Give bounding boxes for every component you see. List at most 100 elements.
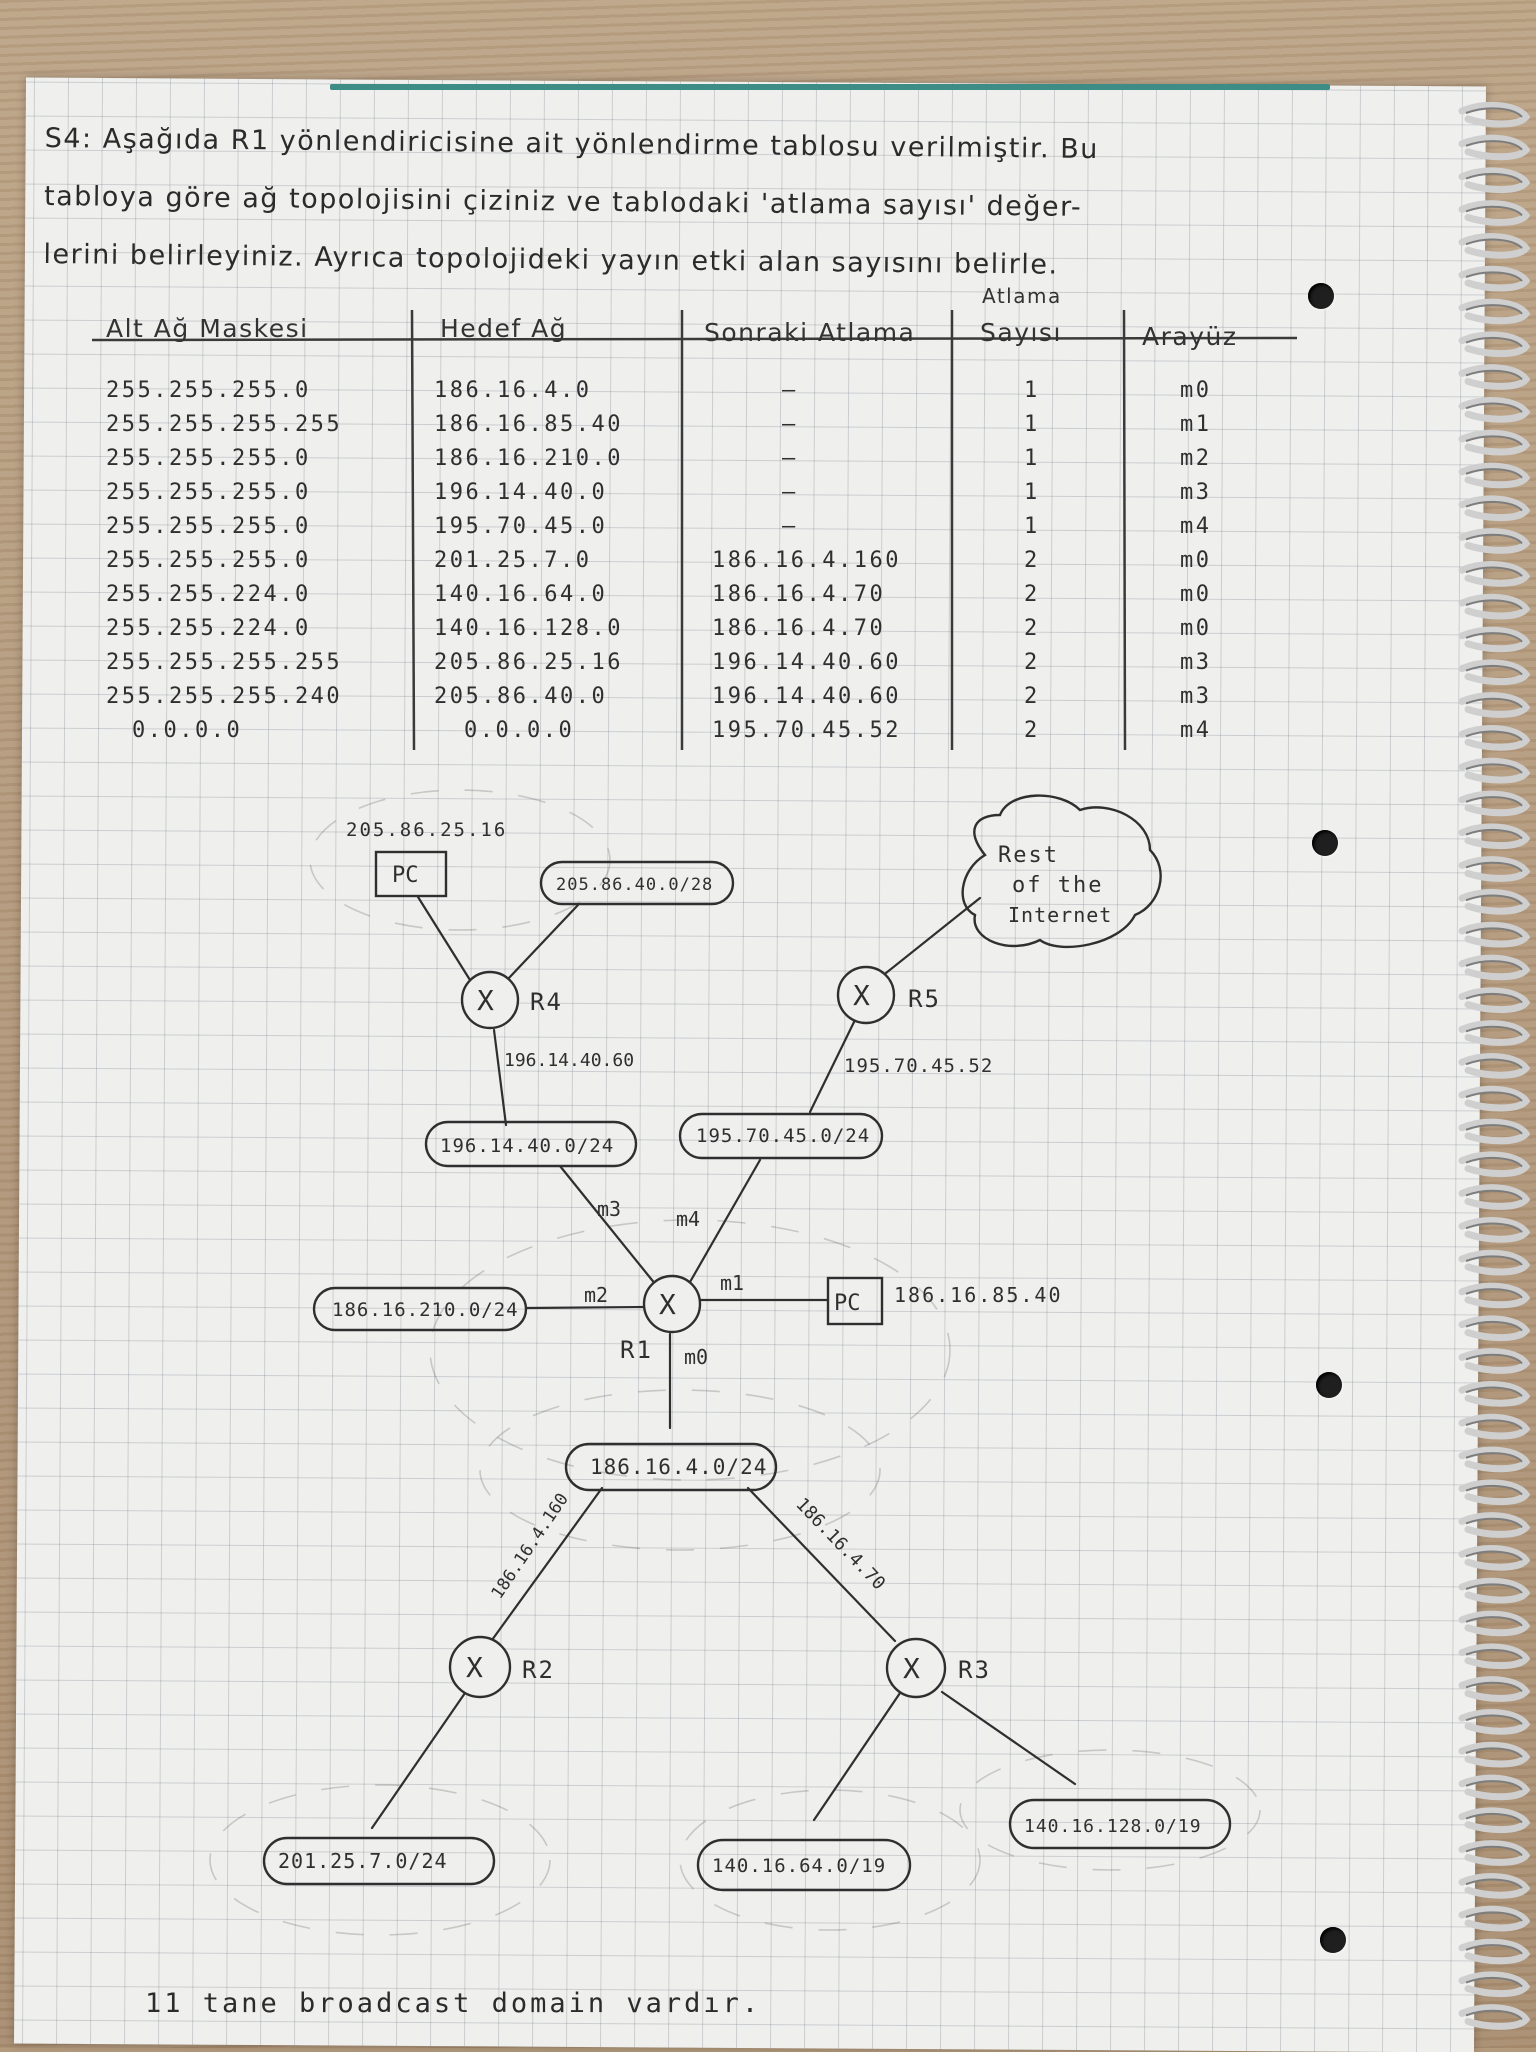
spiral-coil-shade — [1465, 402, 1523, 413]
table-cell-next: 196.14.40.60 — [712, 684, 901, 709]
spiral-coil — [1458, 233, 1531, 259]
network-186-16-210-0-label: 186.16.210.0/24 — [332, 1299, 519, 1321]
spiral-coil-shade — [1465, 205, 1523, 217]
table-cell-dest: 0.0.0.0 — [464, 718, 575, 743]
table-cell-hops: 1 — [1024, 446, 1040, 471]
spiral-coil — [1458, 626, 1531, 653]
table-cell-dest: 201.25.7.0 — [434, 548, 592, 573]
spiral-coil — [1458, 298, 1531, 325]
spiral-coil — [1458, 1053, 1531, 1079]
broadcast-domain-sketch — [959, 1749, 1261, 1871]
table-cell-next: — — [782, 446, 798, 471]
spiral-coil-shade — [1465, 1878, 1523, 1889]
punch-hole — [1320, 1927, 1346, 1953]
internet-cloud — [961, 794, 1162, 948]
link-r4-net-m3 — [492, 1028, 508, 1127]
router-r5-label: R5 — [908, 985, 941, 1013]
spiral-coil — [1458, 790, 1531, 817]
table-cell-iface: m3 — [1180, 480, 1212, 505]
table-cell-mask: 255.255.224.0 — [106, 616, 311, 641]
spiral-coil — [1458, 1873, 1531, 1899]
spiral-coil-shade — [1465, 1386, 1523, 1397]
spiral-coil — [1458, 134, 1531, 161]
spiral-coil — [1458, 331, 1531, 358]
spiral-coil — [1458, 889, 1531, 915]
spiral-coil — [1458, 1020, 1531, 1046]
spiral-coil-shade — [1465, 1681, 1523, 1693]
spiral-coil — [1458, 954, 1531, 981]
network-140-16-64-0 — [696, 1838, 912, 1892]
interface-m4: m4 — [676, 1207, 700, 1231]
link-r3-net-b — [940, 1690, 1077, 1786]
spiral-coil-shade — [1465, 172, 1523, 184]
router-r2-label: R2 — [522, 1656, 555, 1684]
network-196-14-40-0-label: 196.14.40.0/24 — [440, 1135, 614, 1157]
spiral-coil — [1458, 1446, 1531, 1473]
spiral-coil-shade — [1465, 1583, 1523, 1594]
table-cell-dest: 140.16.64.0 — [434, 582, 608, 607]
spiral-coil-shade — [1465, 796, 1523, 807]
router-r1-symbol: X — [659, 1288, 676, 1321]
table-cell-next: — — [782, 378, 798, 403]
table-cell-mask: 255.255.255.0 — [106, 446, 311, 471]
table-cell-mask: 255.255.224.0 — [106, 582, 311, 607]
page-top-strip — [330, 84, 1330, 90]
spiral-coil — [1458, 200, 1531, 226]
table-cell-hops: 2 — [1024, 548, 1040, 573]
spiral-coil — [1458, 1512, 1531, 1538]
pc-top-label: PC — [392, 863, 419, 888]
spiral-coil — [1458, 692, 1531, 718]
link-net-r4 — [506, 903, 580, 981]
spiral-coil-shade — [1465, 2009, 1523, 2021]
table-lines — [92, 309, 1298, 751]
spiral-coil — [1458, 1774, 1531, 1801]
router-r3-symbol: X — [903, 1652, 920, 1685]
router-r1-label: R1 — [620, 1336, 653, 1364]
spiral-coil — [1458, 856, 1531, 882]
link-net-m0-r3 — [746, 1486, 897, 1643]
spiral-coil-shade — [1465, 238, 1523, 249]
pc-right-label: PC — [834, 1291, 861, 1316]
router-r4 — [460, 970, 520, 1030]
router-r2-symbol: X — [466, 1651, 483, 1684]
spiral-coil — [1458, 1348, 1531, 1374]
interface-m0: m0 — [684, 1345, 708, 1369]
spiral-coil-shade — [1465, 730, 1523, 741]
spiral-coil — [1458, 462, 1531, 489]
table-cell-iface: m3 — [1180, 684, 1212, 709]
router-r4-label: R4 — [530, 988, 563, 1016]
link-net-m3-r1 — [558, 1164, 658, 1287]
spiral-coil — [1458, 1413, 1531, 1440]
table-cell-mask: 0.0.0.0 — [132, 718, 243, 743]
spiral-coil-shade — [1465, 1091, 1523, 1102]
spiral-coil-shade — [1465, 1550, 1523, 1561]
broadcast-domain-sketch — [679, 1789, 981, 1931]
spiral-coil — [1458, 429, 1531, 456]
spiral-coil — [1458, 1840, 1531, 1866]
network-205-86-40-0 — [539, 860, 735, 906]
spiral-coil — [1458, 1249, 1531, 1276]
interface-m3: m3 — [597, 1197, 621, 1221]
table-cell-dest: 140.16.128.0 — [434, 616, 623, 641]
network-186-16-4-0 — [564, 1442, 778, 1492]
spiral-coil-shade — [1465, 369, 1523, 381]
spiral-coil — [1458, 1381, 1531, 1407]
network-186-16-4-0-label: 186.16.4.0/24 — [590, 1455, 767, 1479]
spiral-coil — [1458, 1905, 1531, 1932]
header-underline — [92, 336, 1298, 342]
spiral-coil-shade — [1465, 1025, 1523, 1037]
link-r1-net-m2 — [525, 1305, 646, 1310]
spiral-coil-shade — [1465, 599, 1523, 610]
table-cell-iface: m3 — [1180, 650, 1212, 675]
header-next-hop: Sonraki Atlama — [704, 318, 916, 347]
table-cell-next: — — [782, 412, 798, 437]
router-r3-label: R3 — [958, 1656, 991, 1684]
spiral-coil — [1458, 725, 1531, 751]
table-cell-next: 196.14.40.60 — [712, 650, 901, 675]
table-cell-hops: 2 — [1024, 650, 1040, 675]
network-140-16-64-0-label: 140.16.64.0/19 — [712, 1855, 886, 1877]
spiral-coil-shade — [1465, 1320, 1523, 1332]
link-pc-r4 — [416, 895, 472, 982]
spiral-coil-shade — [1465, 1222, 1523, 1233]
